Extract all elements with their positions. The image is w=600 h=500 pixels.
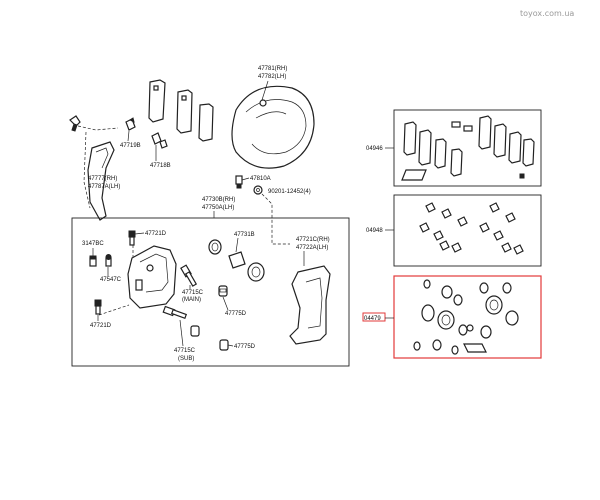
kit-04479-box-highlighted[interactable] xyxy=(393,275,542,359)
label-dust-cover-lh: 47782(LH) xyxy=(258,74,286,80)
kit-04479-label-frame xyxy=(362,312,386,322)
bolt-47721d-top[interactable] xyxy=(128,230,136,246)
kit-04946-parts xyxy=(401,115,535,181)
pin-47715c-main[interactable] xyxy=(180,264,198,287)
label-47715c-sub-note: (SUB) xyxy=(178,356,194,362)
label-47547c: 47547C xyxy=(100,277,122,283)
pin-47715c-sub[interactable] xyxy=(162,305,188,320)
caliper-assembly-box xyxy=(71,217,350,367)
kit-04948-parts xyxy=(419,202,524,255)
label-dust-cover-rh: 47781(RH) xyxy=(258,66,287,72)
label-47775d-b: 47775D xyxy=(234,344,256,350)
label-bracket-rh: 47777(RH) xyxy=(88,176,117,182)
label-mounting-rh: 47721C(RH) xyxy=(296,237,330,243)
label-kit-04948[interactable]: 04948 xyxy=(366,228,383,234)
caliper-mounting[interactable] xyxy=(289,265,331,345)
label-assy-rh: 47730B(RH) xyxy=(202,197,235,203)
bolt-47721d-bottom[interactable] xyxy=(94,299,102,315)
label-bolt: 90201-12452(4) xyxy=(268,189,311,195)
kit-04479-parts xyxy=(413,279,519,355)
bleeder-47547c[interactable] xyxy=(105,254,112,267)
boot-47775d-a[interactable] xyxy=(218,285,228,297)
bleeder-47810a[interactable] xyxy=(235,175,243,189)
dust-cover[interactable] xyxy=(231,85,315,169)
caliper-body[interactable] xyxy=(127,245,177,309)
label-47775d-a: 47775D xyxy=(225,311,247,317)
label-3147bc: 3147BC xyxy=(82,241,104,247)
pad-support-bracket[interactable] xyxy=(69,115,115,221)
part-3147bc[interactable] xyxy=(89,255,97,267)
clip-47718b[interactable] xyxy=(151,132,168,149)
boot-47775d-b[interactable] xyxy=(190,325,229,351)
piston-seal-47731b[interactable] xyxy=(208,239,265,282)
label-kit-04479[interactable]: 04479 xyxy=(364,316,381,322)
label-47731b: 47731B xyxy=(234,232,255,238)
bolt-90201[interactable] xyxy=(253,185,263,195)
label-bracket-lh: 47787A(LH) xyxy=(88,184,120,190)
label-47715c-sub: 47715C xyxy=(174,348,196,354)
label-assy-lh: 47750A(LH) xyxy=(202,205,234,211)
label-47719b: 47719B xyxy=(120,143,141,149)
label-47721d-bottom: 47721D xyxy=(90,323,112,329)
label-47721d-top: 47721D xyxy=(145,231,167,237)
label-47715c-main-note: (MAIN) xyxy=(182,297,201,303)
label-47718b: 47718B xyxy=(150,163,171,169)
brake-pad-set-top[interactable] xyxy=(148,79,214,142)
kit-04948-box xyxy=(393,194,542,267)
clip-47719b[interactable] xyxy=(125,117,136,131)
label-kit-04946[interactable]: 04946 xyxy=(366,146,383,152)
label-47715c-main: 47715C xyxy=(182,290,204,296)
watermark: toyox.com.ua xyxy=(520,9,574,18)
label-47810a: 47810A xyxy=(250,176,271,182)
label-mounting-lh: 47722A(LH) xyxy=(296,245,328,251)
